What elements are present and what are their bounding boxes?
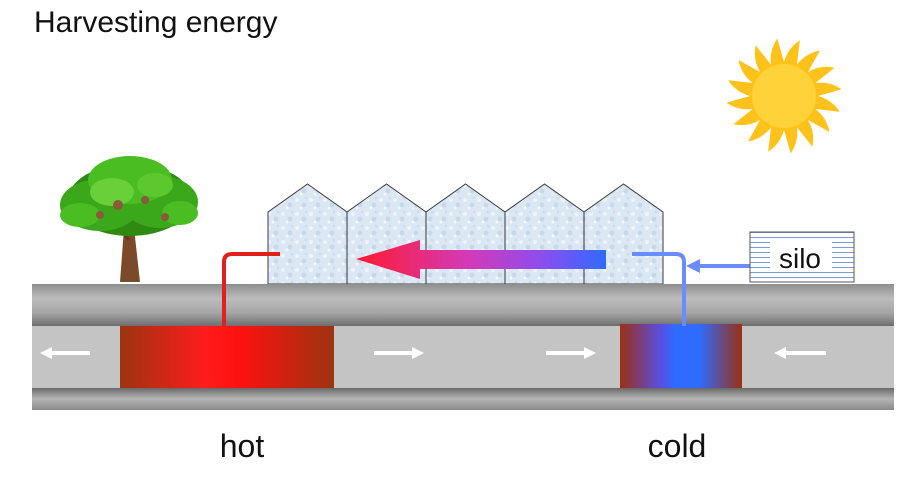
hot-pipe bbox=[222, 252, 280, 328]
arrow-left-icon bbox=[686, 259, 700, 273]
hot-storage-zone bbox=[120, 326, 334, 388]
diagram-title: Harvesting energy bbox=[34, 6, 278, 39]
arrow-right-icon bbox=[546, 347, 596, 359]
sun-icon bbox=[726, 38, 842, 154]
cold-pipe bbox=[632, 252, 686, 326]
ground-surface-layer bbox=[32, 284, 894, 326]
greenhouse-unit bbox=[267, 183, 348, 285]
arrow-right-icon bbox=[374, 347, 424, 359]
cold-label: cold bbox=[648, 428, 707, 464]
arrow-left-icon bbox=[774, 347, 826, 359]
tree-icon bbox=[60, 156, 198, 282]
silo-label: silo bbox=[779, 243, 821, 274]
heat-flow-arrow bbox=[356, 240, 606, 279]
deep-ground-layer bbox=[32, 388, 894, 410]
hot-label: hot bbox=[220, 428, 265, 464]
arrow-left-icon bbox=[40, 347, 90, 359]
sun-core bbox=[752, 64, 816, 128]
cold-storage-zone bbox=[620, 324, 742, 388]
silo-icon: silo bbox=[749, 231, 855, 283]
